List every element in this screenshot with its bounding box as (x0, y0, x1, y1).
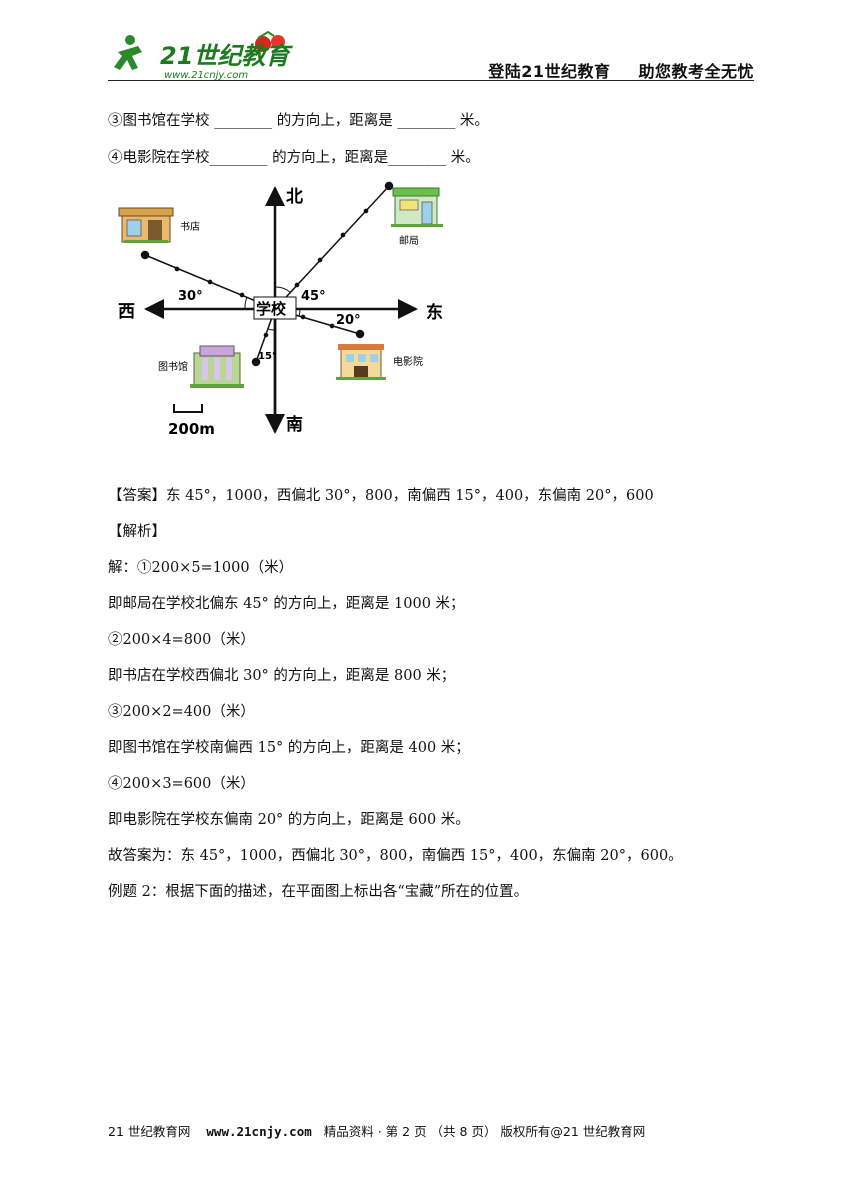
footer-page-info: 精品资料 · 第 2 页 （共 8 页） 版权所有@21 世纪教育网 (323, 1124, 646, 1139)
school-marker (253, 296, 297, 320)
label-scale: 200m (168, 420, 215, 438)
angle-20: 20° (336, 313, 361, 328)
label-library: 图书馆 (158, 360, 188, 373)
cinema-icon (336, 344, 386, 380)
post-office-icon (391, 187, 443, 227)
label-bookstore: 书店 (180, 220, 200, 233)
solution-step-3: ③200×2=400（米） (108, 704, 255, 720)
analysis-heading: 【解析】 (108, 524, 166, 540)
bookstore-icon (118, 207, 174, 243)
label-post-office: 邮局 (399, 234, 419, 247)
page-header: 21世纪教育 www.21cnjy.com 登陆21世纪教育 助您教考全无忧 (108, 30, 754, 82)
label-cinema: 电影院 (393, 355, 423, 368)
direction-diagram: 北 南 东 西 学校 30° 45° 20° 15° (118, 181, 443, 438)
solution-step-4: ④200×3=600（米） (108, 776, 255, 792)
page-footer: 21 世纪教育网 www.21cnjy.com 精品资料 · 第 2 页 （共 8 … (108, 1121, 645, 1140)
logo: 21世纪教育 www.21cnjy.com (114, 30, 293, 81)
answer-section: 【答案】东 45°，1000，西偏北 30°，800，南偏西 15°，400，东… (108, 486, 768, 918)
footer-url[interactable]: www.21cnjy.com (206, 1124, 312, 1139)
question-3: ③图书馆在学校 ________ 的方向上，距离是 ________ 米。 (108, 113, 489, 129)
logo-url: www.21cnjy.com (164, 70, 248, 81)
question-4: ④电影院在学校________ 的方向上，距离是________ 米。 (108, 150, 480, 166)
logo-text: 21世纪教育 (160, 42, 293, 70)
label-school: 学校 (256, 300, 287, 318)
angle-30: 30° (178, 289, 203, 304)
angle-45: 45° (301, 289, 326, 304)
solution-text-2: 即书店在学校西偏北 30° 的方向上，距离是 800 米； (108, 668, 456, 684)
label-south: 南 (286, 414, 303, 435)
header-slogan-text: 助您教考全无忧 (638, 62, 754, 81)
scale-bar (173, 404, 203, 413)
label-north: 北 (286, 187, 303, 207)
solution-text-4: 即电影院在学校东偏南 20° 的方向上，距离是 600 米。 (108, 812, 470, 828)
solution-text-1: 即邮局在学校北偏东 45° 的方向上，距离是 1000 米； (108, 596, 465, 612)
solution-step-2: ②200×4=800（米） (108, 632, 255, 648)
library-icon (190, 345, 244, 388)
header-slogan: 登陆21世纪教育 助您教考全无忧 (488, 58, 754, 82)
solution-text-3: 即图书馆在学校南偏西 15° 的方向上，距离是 400 米； (108, 740, 470, 756)
label-west: 西 (118, 302, 135, 322)
angle-15: 15° (258, 351, 277, 362)
header-divider (108, 80, 754, 81)
final-answer: 故答案为：东 45°，1000，西偏北 30°，800，南偏西 15°，400，… (108, 848, 683, 864)
header-login-text: 登陆21世纪教育 (488, 62, 611, 81)
solution-step-1: 解：①200×5=1000（米） (108, 560, 294, 576)
answer-line: 【答案】东 45°，1000，西偏北 30°，800，南偏西 15°，400，东… (108, 488, 654, 504)
footer-site-name: 21 世纪教育网 (108, 1124, 191, 1139)
label-east: 东 (426, 302, 443, 323)
example-2-intro: 例题 2：根据下面的描述，在平面图上标出各“宝藏”所在的位置。 (108, 884, 529, 900)
line-post-office (274, 185, 390, 310)
